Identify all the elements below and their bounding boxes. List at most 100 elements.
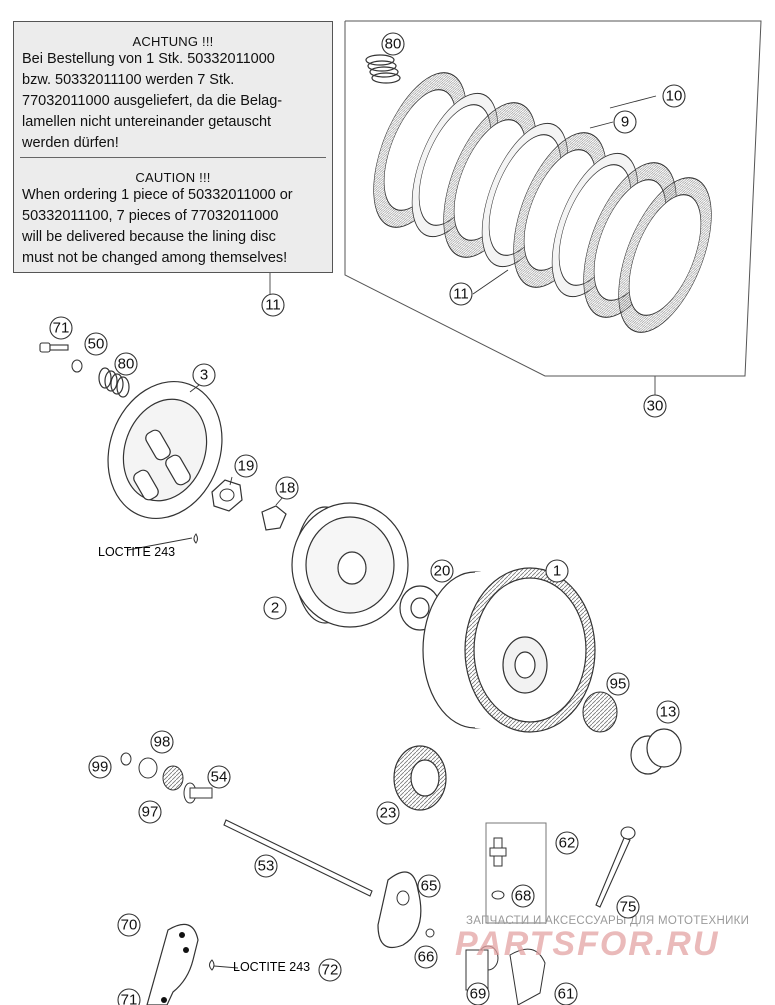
callout-95: 95 <box>606 672 630 696</box>
inner-hub-2 <box>291 502 409 628</box>
callout-80-top: 80 <box>381 32 405 56</box>
svg-text:11: 11 <box>265 297 281 314</box>
pushrod-53 <box>223 819 373 897</box>
svg-text:75: 75 <box>620 899 637 916</box>
svg-text:11: 11 <box>453 286 469 303</box>
callout-62: 62 <box>555 831 579 855</box>
callout-30: 30 <box>643 394 667 418</box>
svg-text:80: 80 <box>118 356 135 373</box>
svg-text:19: 19 <box>238 458 255 475</box>
callout-50: 50 <box>84 332 108 356</box>
seal-ring-68 <box>491 890 505 900</box>
svg-text:3: 3 <box>200 367 208 384</box>
pushrod-piece-54 <box>183 782 213 804</box>
callout-20: 20 <box>430 559 454 583</box>
svg-text:68: 68 <box>515 888 532 905</box>
watermark-logo: PARTSFOR.RU <box>455 925 719 963</box>
callout-13: 13 <box>656 700 680 724</box>
bushing-13 <box>630 728 682 775</box>
svg-text:54: 54 <box>211 769 228 786</box>
bolt-71 <box>39 342 69 353</box>
bearing-97 <box>162 765 184 791</box>
callout-9: 9 <box>613 110 637 134</box>
washer-50 <box>71 359 83 373</box>
callouts: 80 10 9 11 11 30 71 50 80 3 19 18 2 20 1… <box>49 32 686 1005</box>
loctite-drop-2 <box>209 959 215 971</box>
svg-text:50: 50 <box>88 336 105 353</box>
clutch-basket-1 <box>422 567 596 733</box>
spring-80-left <box>98 367 130 398</box>
pressure-plate-3 <box>107 380 223 520</box>
callout-1: 1 <box>545 559 569 583</box>
svg-text:53: 53 <box>258 858 275 875</box>
svg-text:98: 98 <box>154 734 171 751</box>
svg-text:66: 66 <box>418 949 435 966</box>
loctite-drop-1 <box>193 533 198 544</box>
note-de-title: ACHTUNG !!! <box>132 34 214 49</box>
callout-75: 75 <box>616 895 640 919</box>
callout-66: 66 <box>414 945 438 969</box>
callout-71-bottom: 71 <box>117 988 141 1005</box>
callout-72: 72 <box>318 958 342 982</box>
svg-text:2: 2 <box>271 600 279 617</box>
bleeder-screw-62 <box>489 837 507 867</box>
callout-10: 10 <box>662 84 686 108</box>
note-de-text: Bei Bestellung von 1 Stk. 50332011000 bz… <box>22 51 283 151</box>
lock-washer-18 <box>261 505 287 531</box>
ring-99 <box>120 752 132 766</box>
callout-11-note: 11 <box>261 293 285 317</box>
watermark-text: ЗАПЧАСТИ И АКСЕССУАРЫ ДЛЯ МОТОТЕХНИКИ <box>466 915 749 927</box>
svg-text:71: 71 <box>121 992 138 1005</box>
svg-text:99: 99 <box>92 759 109 776</box>
svg-text:97: 97 <box>142 804 159 821</box>
callout-69: 69 <box>466 982 490 1005</box>
svg-text:20: 20 <box>434 563 451 580</box>
callout-61: 61 <box>554 982 578 1005</box>
svg-text:23: 23 <box>380 805 397 822</box>
callout-11-discs: 11 <box>449 282 473 306</box>
callout-54: 54 <box>207 765 231 789</box>
svg-text:30: 30 <box>647 398 664 415</box>
needle-bearing-95 <box>582 691 618 733</box>
svg-text:1: 1 <box>553 563 561 580</box>
callout-53: 53 <box>254 854 278 878</box>
callout-98: 98 <box>150 730 174 754</box>
callout-80-left: 80 <box>114 352 138 376</box>
svg-text:18: 18 <box>279 480 296 497</box>
note-divider <box>20 157 326 158</box>
spring-80-top <box>365 54 401 84</box>
gear-23 <box>393 745 447 811</box>
svg-text:95: 95 <box>610 676 627 693</box>
svg-text:9: 9 <box>621 114 629 131</box>
callout-19: 19 <box>234 454 258 478</box>
callout-65: 65 <box>417 874 441 898</box>
warning-note-box: ACHTUNG !!! Bei Bestellung von 1 Stk. 50… <box>13 21 333 273</box>
disc-pack-frame <box>269 20 762 395</box>
svg-text:72: 72 <box>322 962 339 979</box>
clutch-discs <box>373 72 712 333</box>
gasket-65 <box>377 871 422 949</box>
callout-71-top: 71 <box>49 316 73 340</box>
svg-text:69: 69 <box>470 986 487 1003</box>
svg-text:65: 65 <box>421 878 438 895</box>
washer-98 <box>138 757 158 779</box>
ball-66 <box>425 928 435 938</box>
actuator-61 <box>509 948 546 1005</box>
loctite-label-2: LOCTITE 243 <box>233 960 310 974</box>
slave-cylinder-69 <box>465 945 499 991</box>
screw-75 <box>595 826 636 908</box>
callout-23: 23 <box>376 801 400 825</box>
callout-2: 2 <box>263 596 287 620</box>
callout-70: 70 <box>117 913 141 937</box>
svg-text:71: 71 <box>53 320 70 337</box>
svg-text:62: 62 <box>559 835 576 852</box>
svg-text:70: 70 <box>121 917 138 934</box>
lever-70 <box>146 923 199 1005</box>
svg-text:13: 13 <box>660 704 677 721</box>
svg-text:61: 61 <box>558 986 575 1003</box>
svg-text:80: 80 <box>385 36 402 53</box>
note-en-text: When ordering 1 piece of 50332011000 or … <box>22 187 293 266</box>
callout-68: 68 <box>511 884 535 908</box>
note-en-title: CAUTION !!! <box>135 170 211 185</box>
